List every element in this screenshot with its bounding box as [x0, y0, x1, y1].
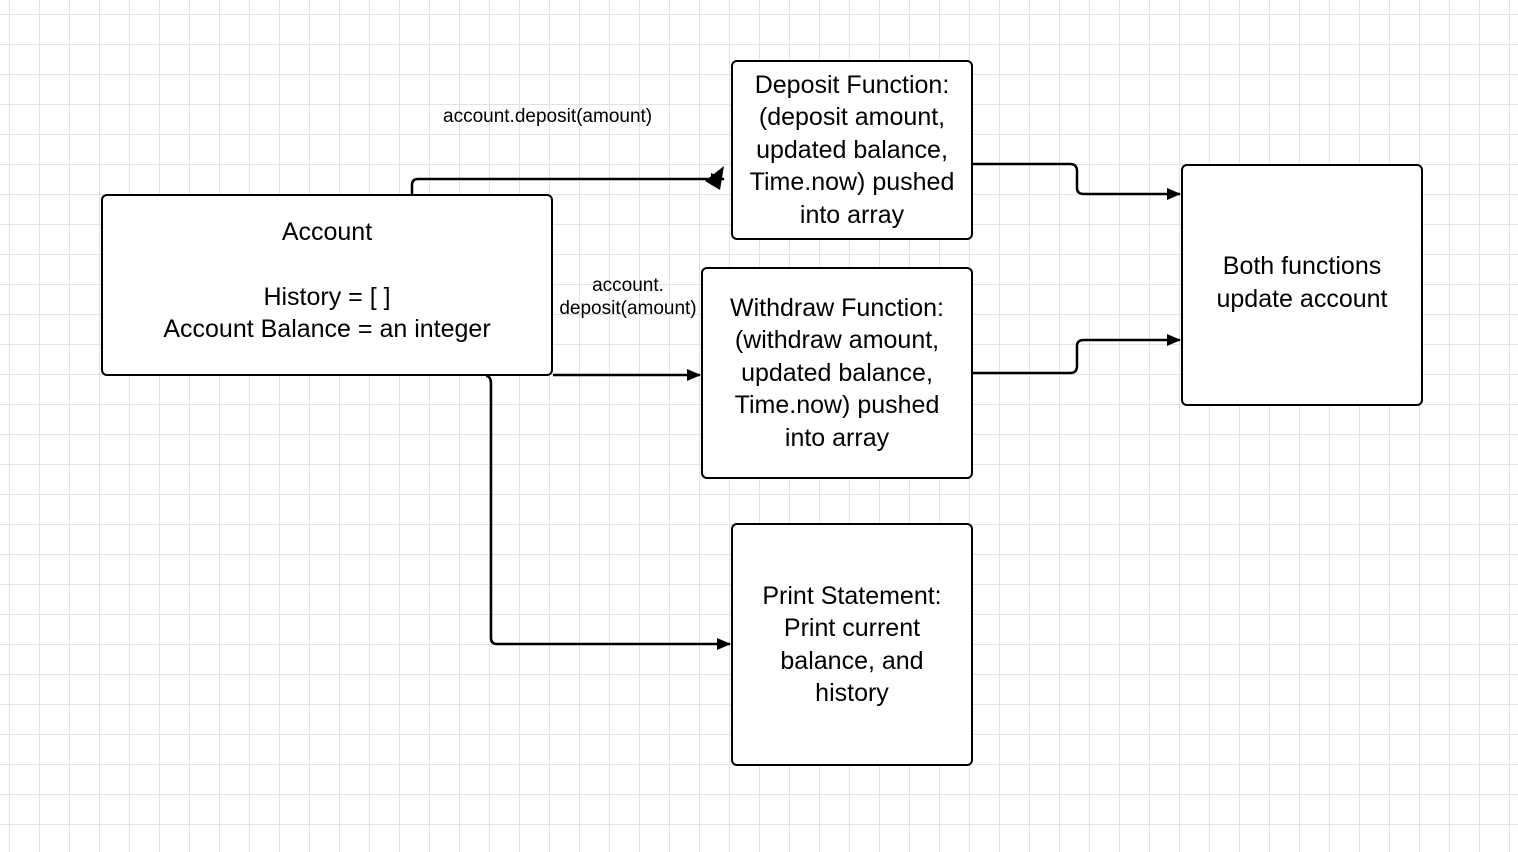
print-statement-node[interactable]: Print Statement: Print current balance, …: [731, 523, 973, 766]
withdraw-line-1: Withdraw Function:: [730, 293, 944, 322]
withdraw-line-5: into array: [784, 423, 890, 452]
print-line-4: history: [815, 679, 889, 707]
edge-label-deposit-call: account.deposit(amount): [443, 106, 653, 127]
both-functions-node[interactable]: Both functions update account: [1181, 164, 1423, 406]
connector-deposit-to-both: [973, 162, 1181, 200]
deposit-line-1: Deposit Function:: [754, 70, 950, 99]
deposit-line-5: into array: [799, 200, 905, 229]
both-line-1: Both functions: [1222, 252, 1382, 280]
withdraw-line-4: Time.now) pushed: [734, 391, 940, 420]
deposit-line-2: (deposit amount,: [758, 103, 946, 132]
edge-label-withdraw-call: account. deposit(amount): [555, 274, 701, 320]
print-line-3: balance, and: [780, 646, 924, 675]
withdraw-line-3: updated balance,: [741, 358, 933, 387]
connector-account-to-deposit-arrowhead: [705, 166, 724, 190]
connector-account-to-deposit: [410, 173, 725, 194]
edge-label-withdraw-call-line-1: account.: [592, 275, 664, 296]
withdraw-line-2: (withdraw amount,: [734, 326, 940, 355]
edge-label-withdraw-call-line-2: deposit(amount): [559, 298, 697, 319]
deposit-function-node[interactable]: Deposit Function: (deposit amount, updat…: [731, 60, 973, 240]
deposit-line-4: Time.now) pushed: [749, 168, 955, 197]
deposit-line-3: updated balance,: [756, 135, 948, 164]
print-line-1: Print Statement:: [762, 581, 942, 610]
account-balance: Account Balance = an integer: [163, 315, 491, 343]
print-line-2: Print current: [783, 614, 921, 642]
account-history: History = [ ]: [263, 282, 391, 311]
connector-withdraw-to-both: [973, 334, 1181, 375]
account-node[interactable]: Account History = [ ] Account Balance = …: [101, 194, 553, 376]
account-title: Account: [281, 218, 373, 246]
both-line-2: update account: [1216, 284, 1388, 313]
withdraw-function-node[interactable]: Withdraw Function: (withdraw amount, upd…: [701, 267, 973, 479]
connector-account-to-print: [485, 374, 731, 650]
